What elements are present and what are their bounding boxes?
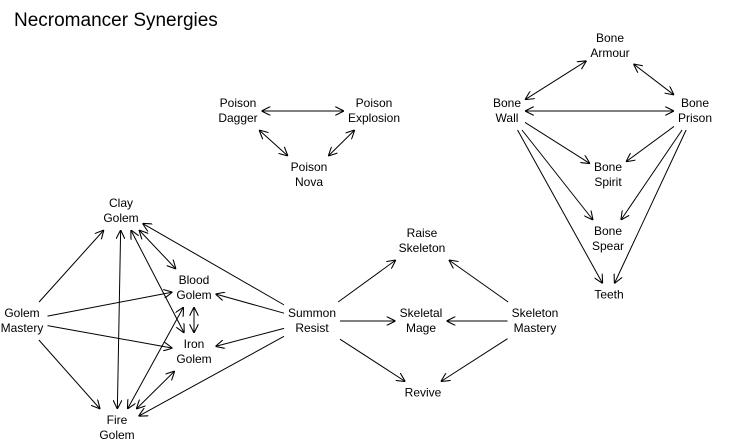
edge-skeleton-mastery-to-revive <box>441 338 508 382</box>
node-label-line: Dagger <box>218 111 258 125</box>
node-label-line: Mastery <box>0 321 44 335</box>
node-label-line: Summon <box>287 306 337 320</box>
edge-bone-armour-to-bone-wall <box>525 61 587 100</box>
edge-golem-mastery-to-iron-golem <box>47 325 173 349</box>
edge-clay-golem-to-blood-golem <box>139 230 176 269</box>
edge-blood-golem-to-fire-golem <box>127 307 183 409</box>
node-label-line: Golem <box>176 352 212 366</box>
node-label-line: Spear <box>591 239 625 253</box>
node-label-line: Armour <box>590 46 630 60</box>
node-label-line: Spirit <box>594 175 622 189</box>
edge-bone-wall-to-bone-spear <box>521 129 593 220</box>
node-label-line: Mastery <box>513 321 557 335</box>
edge-summon-resist-to-fire-golem <box>139 335 285 416</box>
node-label-line: Raise <box>406 226 438 240</box>
node-label-line: Wall <box>495 111 519 125</box>
node-label-line: Golem <box>99 428 135 442</box>
edge-summon-resist-to-revive <box>339 338 405 381</box>
node-label-line: Bone <box>593 224 623 238</box>
edge-poison-explosion-to-poison-nova <box>328 130 354 156</box>
edge-bone-prison-to-bone-spear <box>621 129 683 220</box>
node-revive: Revive <box>404 385 442 401</box>
node-label-line: Explosion <box>347 111 401 125</box>
node-label-line: Golem <box>4 306 40 320</box>
edge-bone-armour-to-bone-prison <box>634 64 675 95</box>
node-label-line: Poison <box>290 160 328 174</box>
node-label-line: Skeletal <box>399 306 443 320</box>
edge-poison-dagger-to-poison-nova <box>259 130 288 156</box>
edge-skeleton-mastery-to-raise-skeleton <box>449 260 509 303</box>
edge-bone-prison-to-bone-spirit <box>626 126 675 161</box>
edge-iron-golem-to-fire-golem <box>136 371 175 409</box>
node-label-line: Clay <box>108 196 133 210</box>
node-label-line: Revive <box>404 385 442 400</box>
edge-bone-wall-to-teeth <box>517 129 603 284</box>
edge-clay-golem-to-fire-golem <box>117 230 120 409</box>
node-teeth: Teeth <box>594 287 624 303</box>
node-label-line: Fire <box>106 413 128 427</box>
node-label-line: Teeth <box>594 287 624 302</box>
node-label-line: Bone <box>593 160 623 174</box>
node-label-line: Golem <box>103 211 139 225</box>
edge-summon-resist-to-blood-golem <box>216 294 285 314</box>
node-label-line: Skeleton <box>511 306 559 320</box>
node-label-line: Bone <box>680 96 710 110</box>
edge-bone-wall-to-bone-spirit <box>524 121 590 163</box>
edge-summon-resist-to-iron-golem <box>216 327 285 346</box>
edge-summon-resist-to-raise-skeleton <box>337 260 396 303</box>
node-label-line: Mage <box>405 321 437 335</box>
edge-golem-mastery-to-fire-golem <box>38 339 100 409</box>
edge-golem-mastery-to-clay-golem <box>38 230 104 303</box>
edge-summon-resist-to-clay-golem <box>143 223 285 306</box>
node-label-line: Nova <box>294 175 324 189</box>
node-label-line: Golem <box>176 288 212 302</box>
edge-golem-mastery-to-blood-golem <box>47 292 173 317</box>
node-label-line: Prison <box>677 111 713 125</box>
node-label-line: Bone <box>595 31 625 45</box>
node-label-line: Blood <box>178 273 210 287</box>
node-label-line: Resist <box>295 321 329 335</box>
edge-bone-prison-to-teeth <box>614 129 687 284</box>
diagram-title: Necromancer Synergies <box>14 10 218 31</box>
node-label-line: Poison <box>219 96 257 110</box>
node-label-line: Poison <box>355 96 393 110</box>
node-label-line: Skeleton <box>398 241 446 255</box>
node-label-line: Iron <box>183 337 205 351</box>
node-label-line: Bone <box>492 96 522 110</box>
